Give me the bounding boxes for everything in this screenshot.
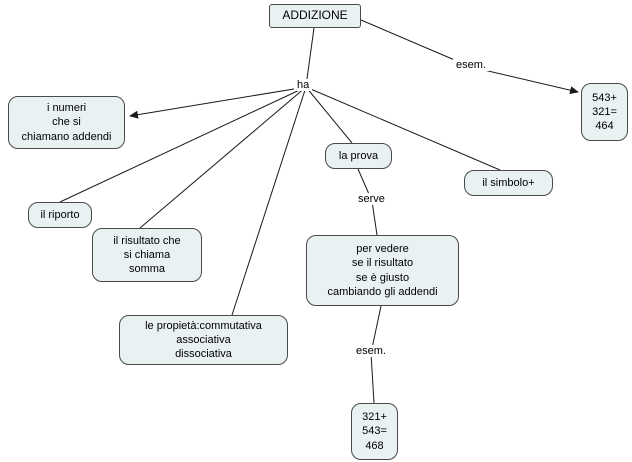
edge-ha-prova xyxy=(305,86,353,144)
node-verifica[interactable]: per vedere se il risultato se è giusto c… xyxy=(306,235,459,306)
link-label-esem-bottom[interactable]: esem. xyxy=(353,345,389,357)
node-risultato-somma[interactable]: il risultato che si chiama somma xyxy=(92,228,202,282)
node-numeri-addendi[interactable]: i numeri che si chiamano addendi xyxy=(8,96,125,149)
edge-ha-numeri xyxy=(129,86,307,119)
edge-esem-esempio-destra xyxy=(470,66,579,95)
edge-ha-simbolo xyxy=(305,86,501,171)
node-riporto[interactable]: il riporto xyxy=(28,202,92,228)
node-esempio-basso[interactable]: 321+ 543= 468 xyxy=(351,403,398,460)
node-proprieta[interactable]: le propietà:commutativa associativa diss… xyxy=(119,315,288,365)
edge-addizione-ha xyxy=(305,27,315,87)
link-label-serve[interactable]: serve xyxy=(355,193,388,205)
node-prova[interactable]: la prova xyxy=(325,143,392,169)
node-simbolo[interactable]: il simbolo+ xyxy=(464,170,553,196)
node-addizione[interactable]: ADDIZIONE xyxy=(269,4,361,28)
edge-ha-riporto xyxy=(59,86,307,203)
node-esempio-destra[interactable]: 543+ 321= 464 xyxy=(581,83,628,141)
edge-addizione-esem xyxy=(360,19,472,68)
edge-ha-proprieta xyxy=(231,86,307,316)
edge-ha-risultato xyxy=(139,86,307,229)
link-label-ha[interactable]: ha xyxy=(294,79,313,91)
link-label-esem-top[interactable]: esem. xyxy=(453,59,489,71)
